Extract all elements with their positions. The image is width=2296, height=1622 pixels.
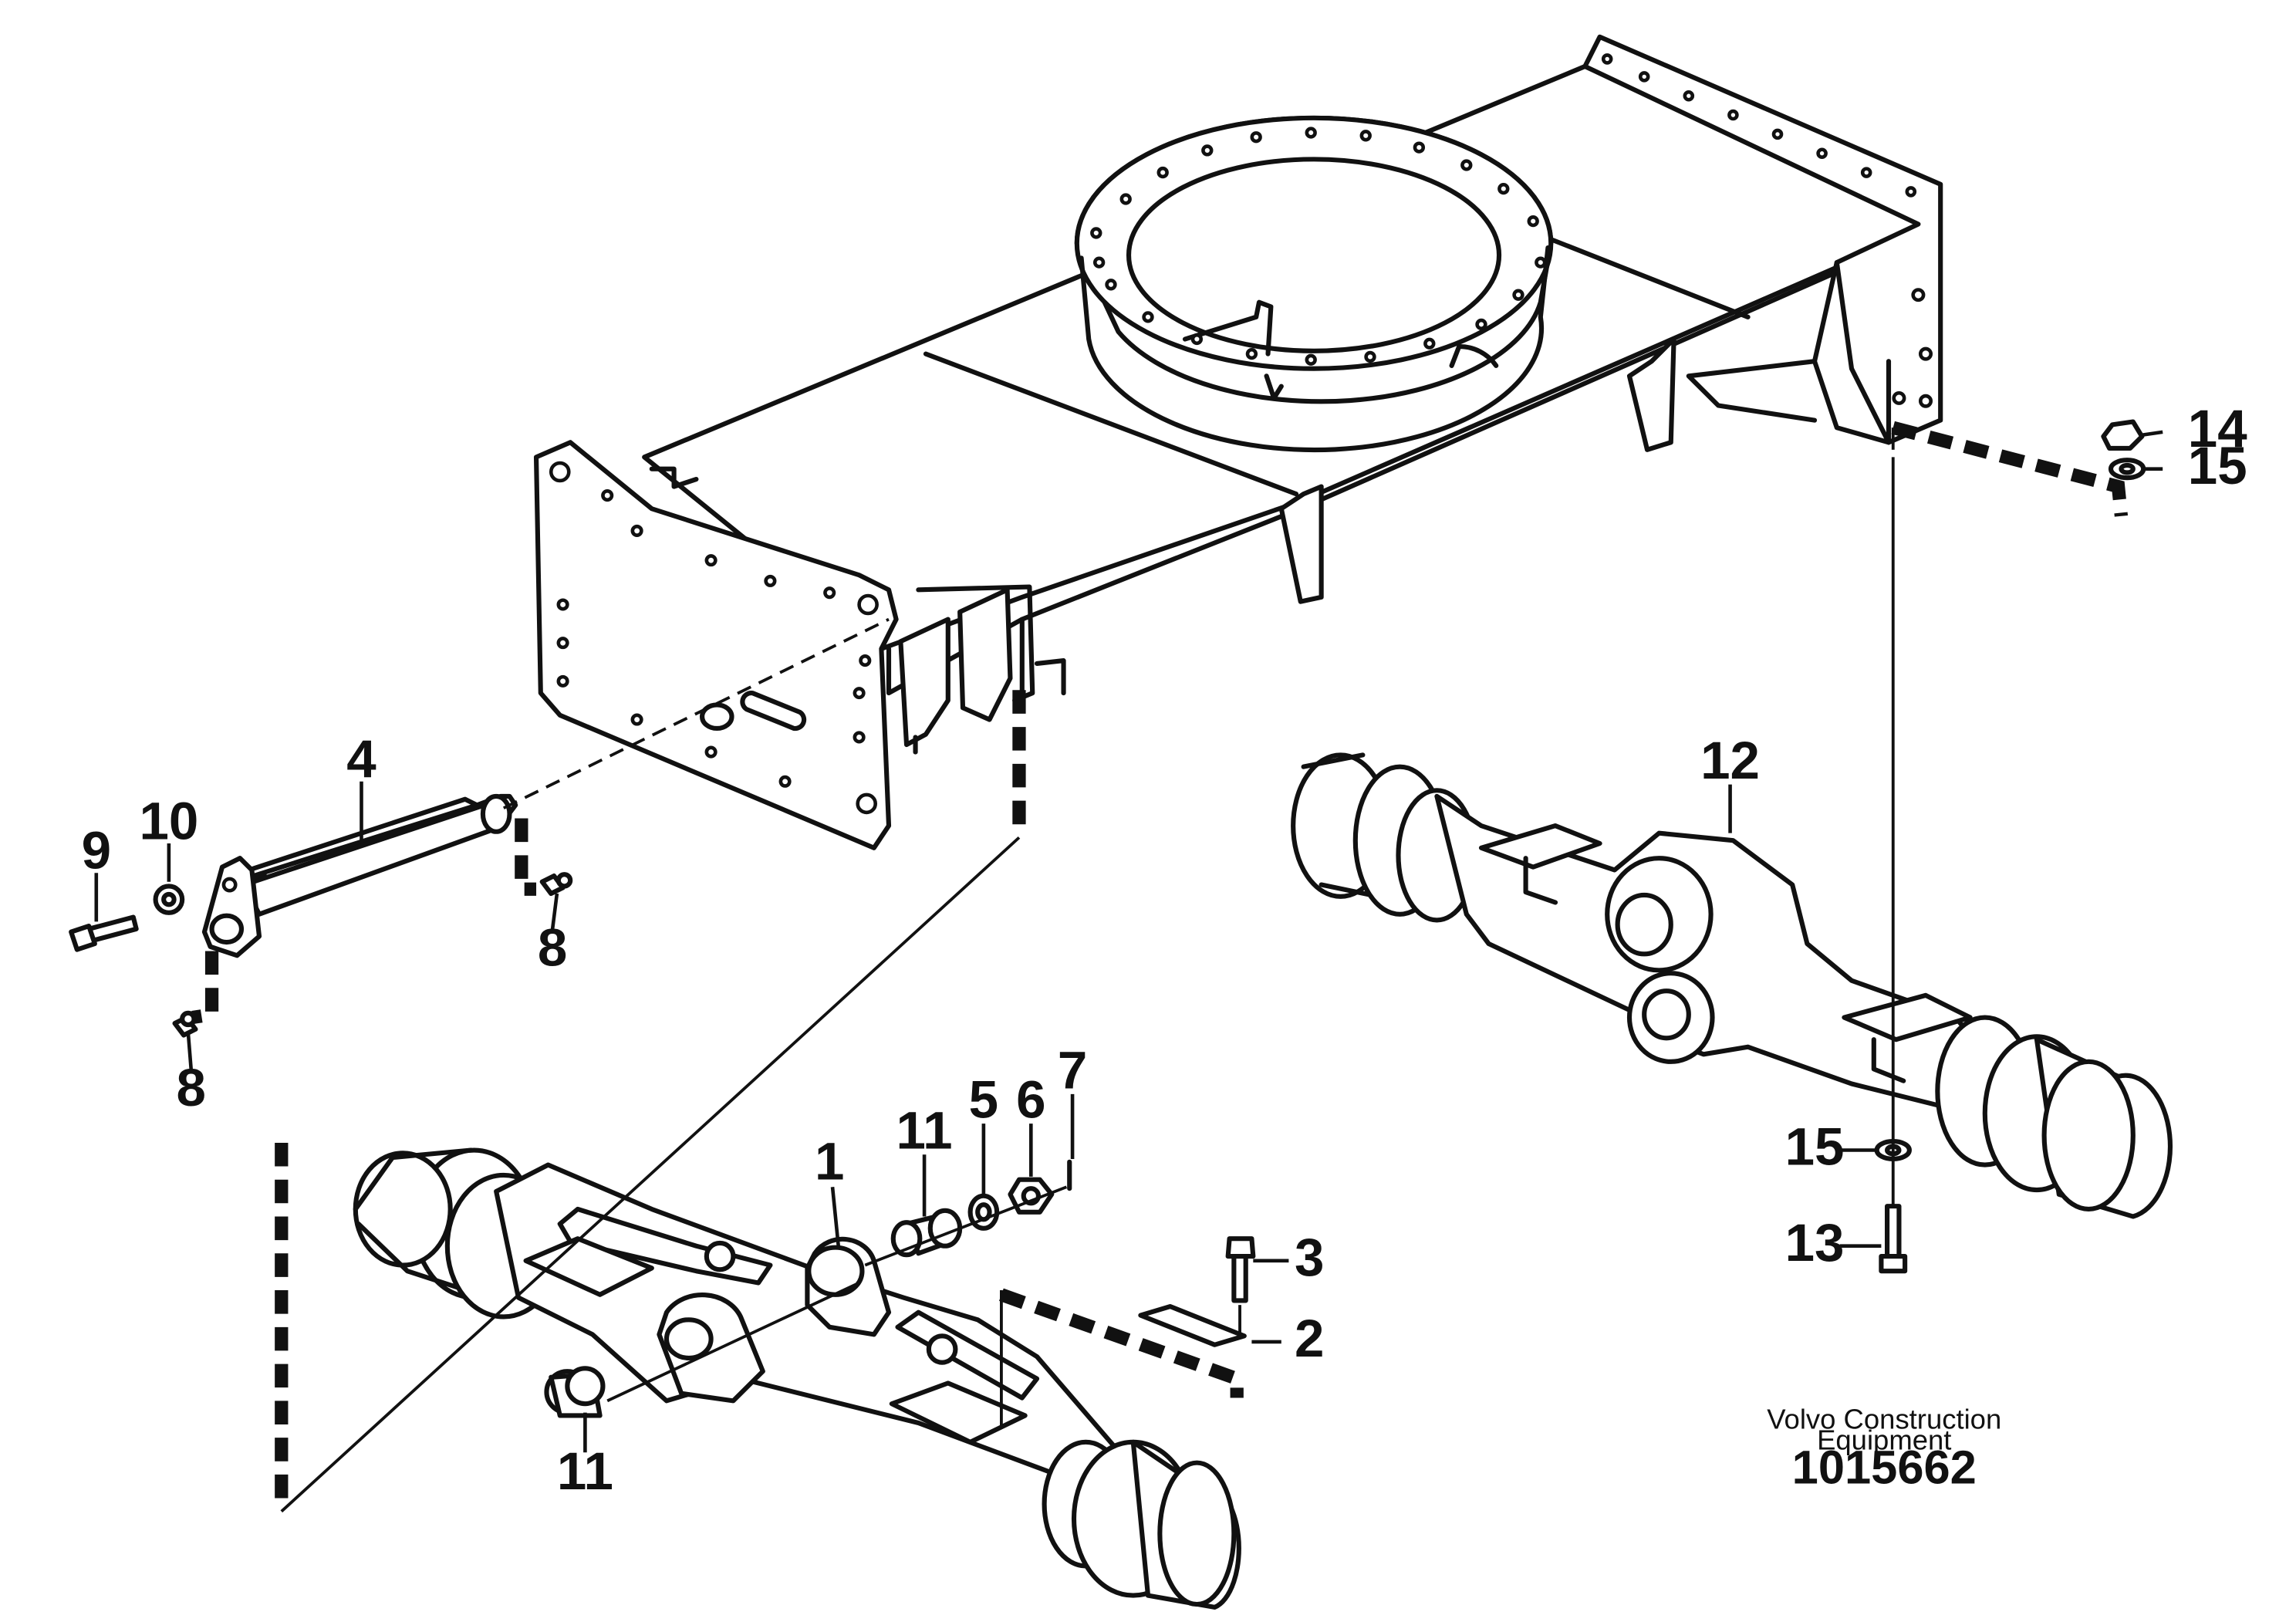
bushing-11-lower: [544, 1366, 606, 1418]
document-number: 1015662: [1792, 1441, 1977, 1494]
callout-11-upper: 11: [896, 1101, 953, 1161]
callout-11-lower: 11: [557, 1441, 613, 1501]
washer-5: [967, 1193, 1000, 1231]
callout-5: 5: [969, 1070, 998, 1130]
callout-7: 7: [1058, 1040, 1087, 1100]
callout-14: 14: [2188, 399, 2247, 458]
callout-1: 1: [815, 1132, 844, 1191]
callout-6: 6: [1016, 1070, 1045, 1130]
footer-caption: Volvo Construction Equipment 1015662: [1767, 1404, 2001, 1494]
callout-15-lower: 15: [1785, 1117, 1845, 1177]
front-axle: [353, 1147, 1241, 1610]
company-name-line2: Equipment: [1817, 1424, 1951, 1456]
grease-nipple-8-upper: [539, 872, 573, 897]
callout-4: 4: [346, 729, 376, 789]
bolt-13: [1879, 1204, 1908, 1274]
washer-15-upper: [2108, 458, 2146, 481]
nut-14: [2101, 419, 2145, 451]
callout-2: 2: [1295, 1309, 1324, 1368]
callout-3: 3: [1295, 1228, 1324, 1287]
callout-leaders: [94, 430, 2163, 1453]
washer-10: [153, 884, 185, 915]
callout-12: 12: [1700, 731, 1760, 790]
assembly-lines: [191, 421, 2129, 1513]
rear-axle: [1291, 752, 2173, 1219]
bolt-9: [69, 914, 139, 952]
callout-13: 13: [1785, 1213, 1845, 1272]
grease-nipple-8-lower: [172, 1010, 198, 1038]
turntable-ring: [1074, 115, 1554, 453]
callout-8-lower: 8: [176, 1058, 205, 1117]
callout-labels: 1 2 3 4 5 6 7 8 8 9 10 11 11 12 13 14 15…: [82, 399, 2247, 1501]
callout-10: 10: [139, 791, 198, 850]
bolt-3: [1225, 1236, 1256, 1303]
callout-15-upper: 15: [2188, 436, 2247, 495]
callout-8-upper: 8: [538, 918, 567, 978]
company-name-line1: Volvo Construction: [1767, 1404, 2001, 1435]
pivot-pin: [201, 793, 518, 958]
callout-9: 9: [82, 821, 111, 880]
plate-2: [1138, 1304, 1247, 1347]
